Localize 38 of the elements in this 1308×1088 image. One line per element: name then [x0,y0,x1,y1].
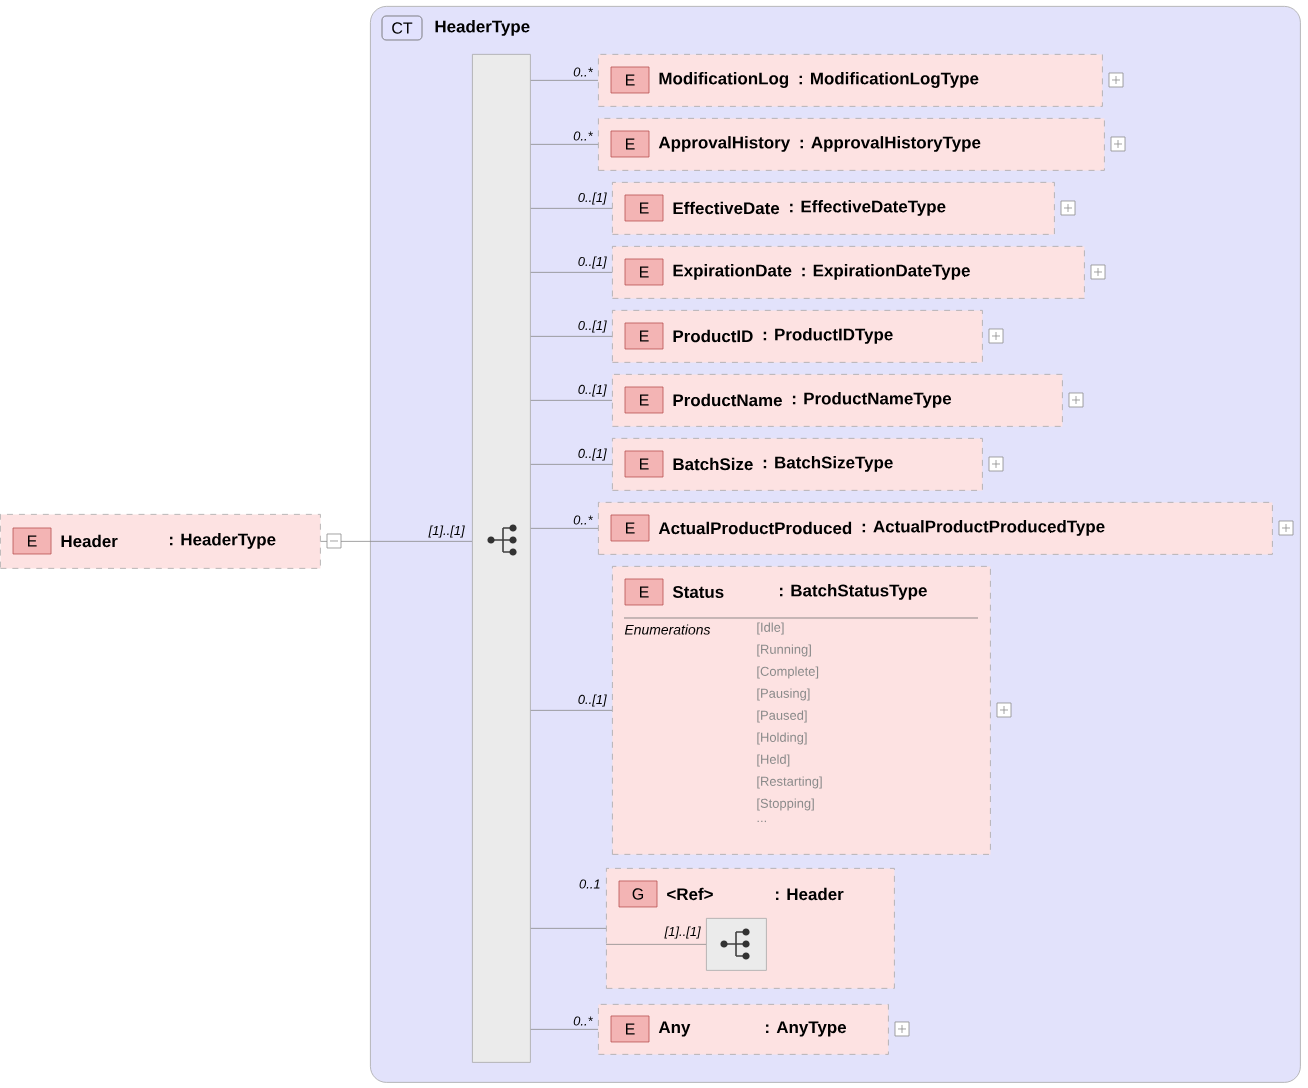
element-name: ProductName [673,393,782,407]
element-name: <Ref> [667,887,713,901]
element-name: Any [658,1021,691,1037]
connector [530,208,613,209]
type-name: : BatchStatusType [780,584,927,600]
type-name: HeaderType [435,20,530,36]
connector [530,1029,599,1030]
connector [530,144,599,145]
connector [530,928,607,929]
connector [320,541,473,542]
element-name: EffectiveDate [673,201,780,215]
element-name: ApprovalHistory [658,136,791,152]
type-name: : HeaderType [170,533,276,549]
element-name: Status [672,586,724,598]
connector [530,80,599,81]
type-name: : ProductNameType [792,392,952,408]
type-name: : ProductIDType [763,328,893,344]
connector [530,400,613,401]
element-name: BatchSize [673,457,753,471]
connector [530,336,613,337]
type-name: : Header [776,887,844,901]
type-name: : EffectiveDateType [790,200,946,216]
element-name: ActualProductProduced [658,521,852,535]
type-name: : ExpirationDateType [802,264,970,280]
type-name: : ApprovalHistoryType [800,136,981,152]
element-name: Header [61,534,118,548]
element-name: ModificationLog [659,72,789,88]
connector [530,464,613,465]
connector [605,944,707,945]
type-name: : ActualProductProducedType [862,520,1105,536]
connector [530,528,599,529]
element-name: ExpirationDate [673,264,792,280]
type-name: : ModificationLogType [799,72,979,88]
connector [530,710,613,711]
element-name: ProductID [673,329,753,343]
connector [530,272,613,273]
type-name: : BatchSizeType [763,456,893,472]
type-name: : AnyType [766,1021,847,1037]
